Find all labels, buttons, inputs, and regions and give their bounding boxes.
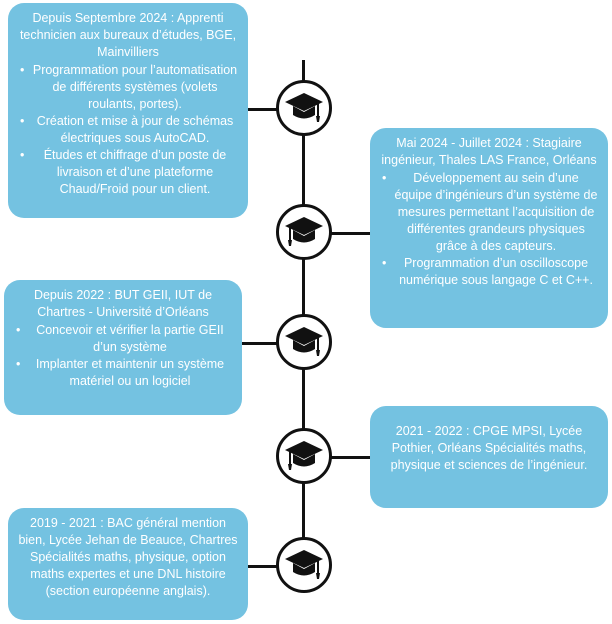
card-heading: 2019 - 2021 : BAC général mention bien, …	[18, 516, 238, 598]
card-heading: Mai 2024 - Juillet 2024 : Stagiaire ingé…	[381, 136, 597, 167]
card-bullet: Programmation d’un oscilloscope numériqu…	[382, 255, 598, 289]
card-heading: Depuis Septembre 2024 : Apprenti technic…	[19, 11, 237, 59]
timeline-node-1	[276, 80, 332, 136]
card-bullet: Développement au sein d’une équipe d’ing…	[382, 170, 598, 255]
timeline-card-2: Mai 2024 - Juillet 2024 : Stagiaire ingé…	[370, 128, 608, 328]
graduation-cap-icon	[285, 217, 323, 246]
card-bullets: Programmation pour l’automatisation de d…	[18, 62, 238, 198]
timeline-node-4	[276, 428, 332, 484]
card-bullet: Implanter et maintenir un système matéri…	[16, 356, 232, 390]
connector-5	[248, 565, 278, 568]
card-bullet: Études et chiffrage d’un poste de livrai…	[20, 147, 238, 198]
connector-2	[330, 232, 374, 235]
timeline-card-5: 2019 - 2021 : BAC général mention bien, …	[8, 508, 248, 620]
card-heading: 2021 - 2022 : CPGE MPSI, Lycée Pothier, …	[390, 424, 588, 472]
graduation-cap-icon	[285, 441, 323, 470]
graduation-cap-icon	[285, 550, 323, 579]
card-bullets: Concevoir et vérifier la partie GEII d’u…	[14, 322, 232, 390]
timeline-node-3	[276, 314, 332, 370]
connector-4	[330, 456, 374, 459]
card-bullets: Développement au sein d’une équipe d’ing…	[380, 170, 598, 289]
card-bullet: Création et mise à jour de schémas élect…	[20, 113, 238, 147]
card-heading: Depuis 2022 : BUT GEII, IUT de Chartres …	[33, 288, 213, 319]
connector-1	[248, 108, 278, 111]
timeline-card-4: 2021 - 2022 : CPGE MPSI, Lycée Pothier, …	[370, 406, 608, 508]
timeline-node-5	[276, 537, 332, 593]
graduation-cap-icon	[285, 93, 323, 122]
card-bullet: Concevoir et vérifier la partie GEII d’u…	[16, 322, 232, 356]
graduation-cap-icon	[285, 327, 323, 356]
card-bullet: Programmation pour l’automatisation de d…	[20, 62, 238, 113]
timeline-card-3: Depuis 2022 : BUT GEII, IUT de Chartres …	[4, 280, 242, 415]
timeline-node-2	[276, 204, 332, 260]
timeline-card-1: Depuis Septembre 2024 : Apprenti technic…	[8, 3, 248, 218]
connector-3	[238, 342, 278, 345]
